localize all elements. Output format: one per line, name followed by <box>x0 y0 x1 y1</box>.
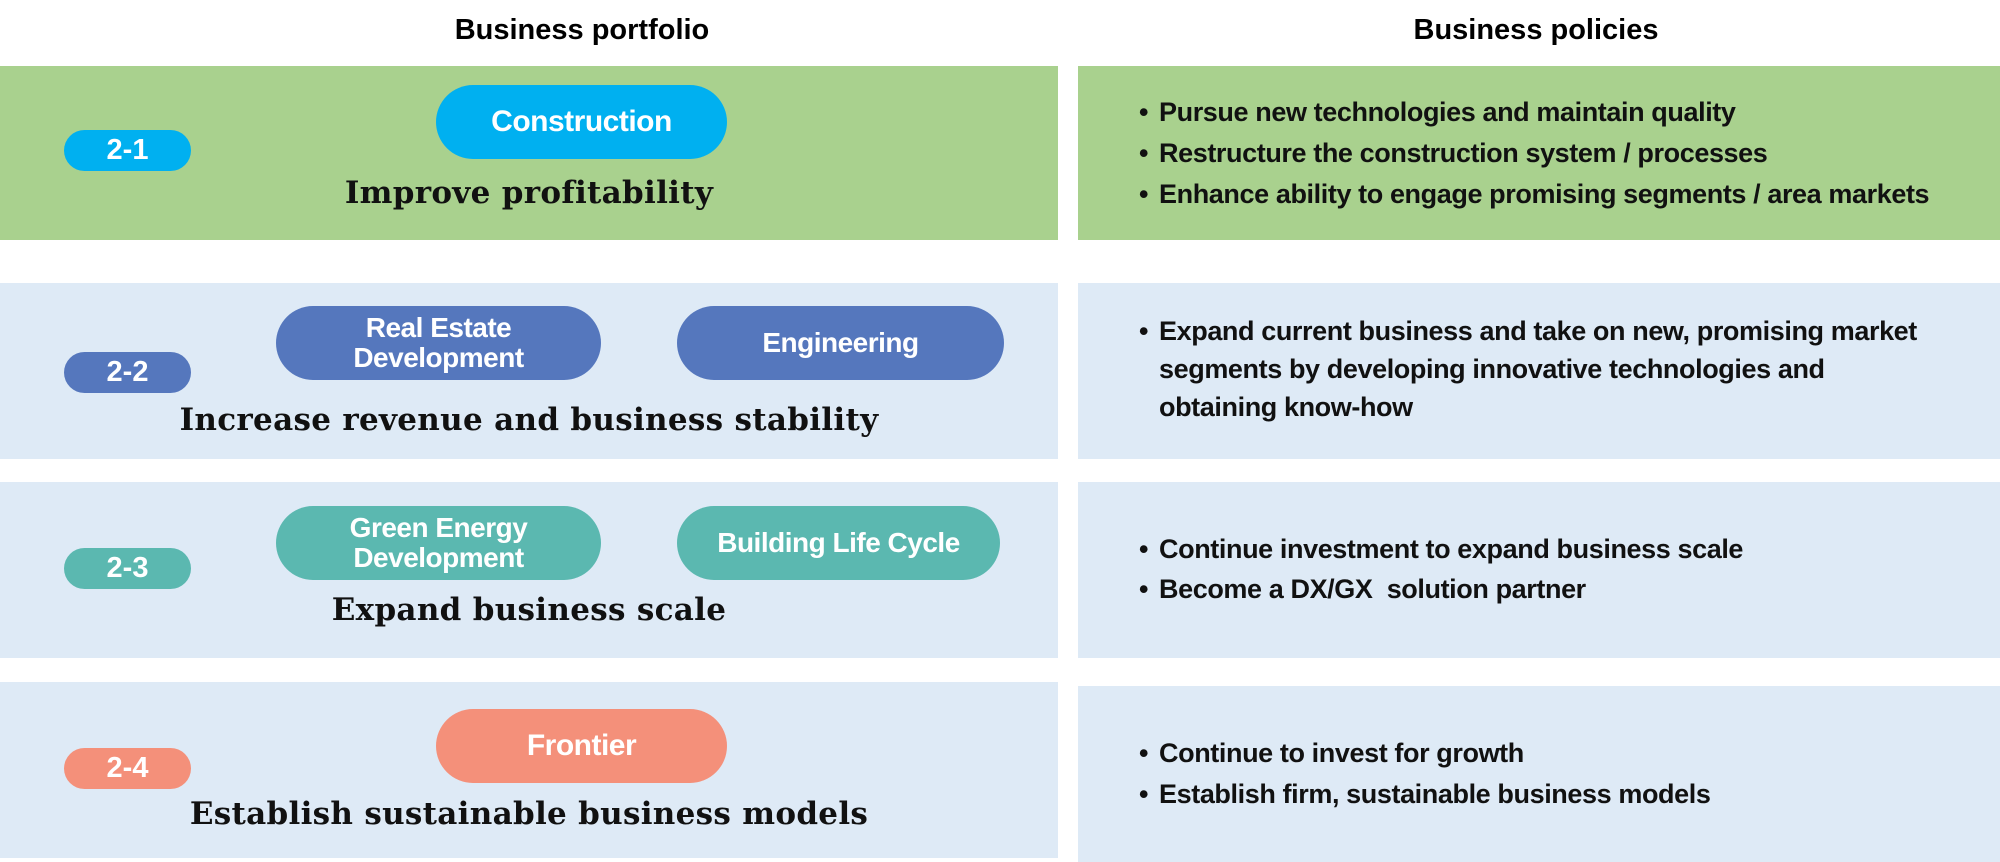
bullet: • <box>1139 574 1149 604</box>
policy-item: •Restructure the construction system / p… <box>1139 138 1768 168</box>
policy-item: •Continue investment to expand business … <box>1139 534 1744 564</box>
policies-row-2-2 <box>1078 283 2000 459</box>
bullet: • <box>1139 179 1149 209</box>
policy-item: •Expand current business and take on new… <box>1139 316 1917 346</box>
portfolio-header: Business portfolio <box>454 14 710 46</box>
goal-2-2: Increase revenue and business stability <box>179 402 879 438</box>
segment-building-life-cycle: Building Life Cycle <box>677 506 1000 580</box>
bullet: • <box>1139 534 1149 564</box>
segment-green-energy-development: Green Energy Development <box>276 506 601 580</box>
policy-item: •Enhance ability to engage promising seg… <box>1139 179 1930 209</box>
bullet: • <box>1139 97 1149 127</box>
goal-2-4: Establish sustainable business models <box>189 796 869 832</box>
policies-row-2-3 <box>1078 482 2000 658</box>
segment-frontier: Frontier <box>436 709 727 783</box>
policy-item: •Continue to invest for growth <box>1139 738 1524 768</box>
goal-2-1: Improve profitability <box>344 175 714 211</box>
policy-item-continued: obtaining know-how <box>1159 392 1413 422</box>
policy-item: •Establish firm, sustainable business mo… <box>1139 779 1711 809</box>
bullet: • <box>1139 316 1149 346</box>
badge-2-3: 2-3 <box>64 548 191 589</box>
policy-item: •Become a DX/GX solution partner <box>1139 574 1586 604</box>
badge-2-2: 2-2 <box>64 352 191 393</box>
policy-item-continued: segments by developing innovative techno… <box>1159 354 1825 384</box>
policy-item: •Pursue new technologies and maintain qu… <box>1139 97 1736 127</box>
badge-2-4: 2-4 <box>64 748 191 789</box>
badge-2-1: 2-1 <box>64 130 191 171</box>
policies-row-2-4 <box>1078 686 2000 862</box>
bullet: • <box>1139 779 1149 809</box>
segment-real-estate-development: Real Estate Development <box>276 306 601 380</box>
bullet: • <box>1139 738 1149 768</box>
bullet: • <box>1139 138 1149 168</box>
goal-2-3: Expand business scale <box>331 592 727 628</box>
segment-construction: Construction <box>436 85 727 159</box>
segment-engineering: Engineering <box>677 306 1004 380</box>
policies-header: Business policies <box>1413 14 1659 46</box>
policies-row-2-1 <box>1078 66 2000 240</box>
